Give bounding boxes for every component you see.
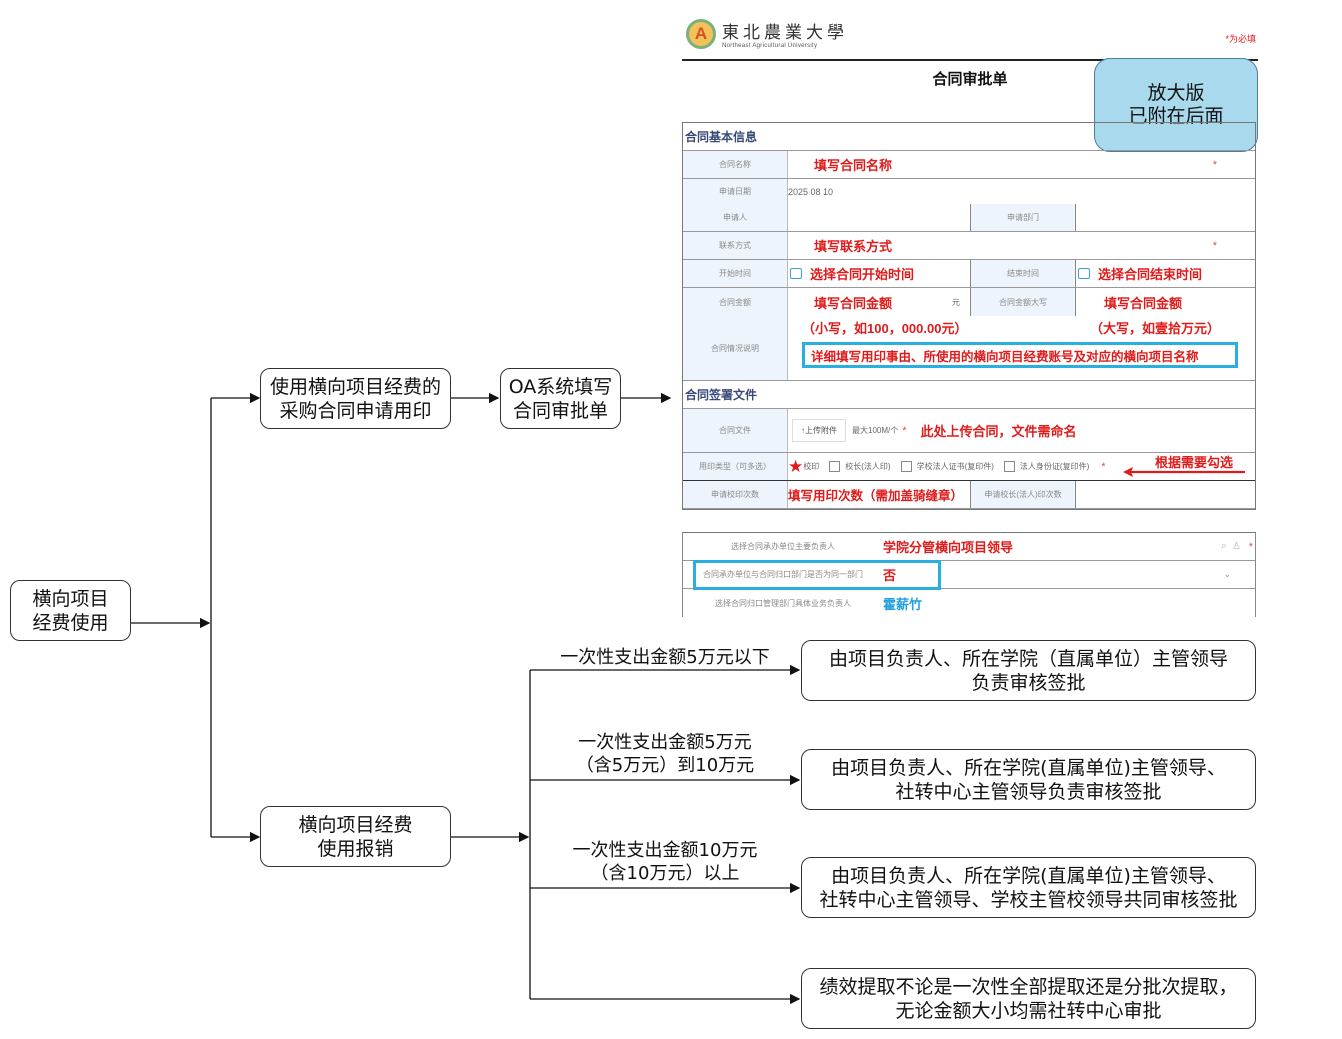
required-note: *为必填 — [1225, 34, 1256, 44]
approval-box-4: 绩效提取不论是一次性全部提取还是分批次提取， 无论金额大小均需社转中心审批 — [801, 968, 1256, 1029]
node-seal-request: 使用横向项目经费的 采购合同申请用印 — [260, 368, 451, 429]
approval-box-3: 由项目负责人、所在学院(直属单位)主管领导、 社转中心主管领导、学校主管校领导共… — [801, 857, 1256, 918]
label-amount: 合同金额 — [719, 297, 751, 307]
label-description: 合同情况说明 — [711, 343, 759, 353]
same-dept-select[interactable]: 否 ⌄ — [883, 568, 1231, 583]
apply-date-value: 2025 08 10 — [788, 186, 834, 197]
seal-count-field[interactable]: 填写用印次数（需加盖骑缝章） — [788, 489, 964, 503]
seal-option-2: 校长(法人印) — [845, 462, 891, 471]
condition-label-2: 一次性支出金额5万元 （含5万元）到10万元 — [575, 732, 755, 776]
label-contract-name: 合同名称 — [683, 151, 788, 178]
university-logo: A 東北農業大學 Northeast Agricultural Universi… — [686, 18, 848, 49]
label-mgr-leader: 选择合同归口管理部门具体业务负责人 — [715, 598, 851, 608]
row-dates: 开始时间 选择合同开始时间 结束时间 选择合同结束时间 — [683, 260, 1255, 288]
applicant-field[interactable] — [788, 204, 970, 231]
node-root: 横向项目 经费使用 — [10, 580, 131, 641]
arrow-left-icon — [1123, 467, 1245, 477]
row-same-dept: 合同承办单位与合同归口部门是否为同一部门 否 ⌄ — [683, 560, 1255, 590]
seal-select-note: 根据需要勾选 — [1154, 455, 1233, 470]
contract-file-field: ↑上传附件 最大100M/个 * 此处上传合同，文件需命名 — [788, 409, 1255, 452]
label-same-dept: 合同承办单位与合同归口部门是否为同一部门 — [703, 570, 863, 579]
unit-leader-select[interactable]: 学院分管横向项目领导 ⌕ ♙ * — [883, 540, 1253, 555]
seal-option-3: 学校法人证书(复印件) — [916, 462, 994, 471]
row-seal-count: 申请校印次数 填写用印次数（需加盖骑缝章） 申请校长(法人)印次数 — [683, 481, 1255, 509]
row-seal-type: 用印类型（可多选） ★ 校印 校长(法人印) 学校法人证书(复印件) 法人身份证… — [683, 453, 1255, 481]
label-contact: 联系方式 — [683, 232, 788, 259]
end-time-picker[interactable]: 选择合同结束时间 — [1076, 260, 1255, 287]
logo-name-cn: 東北農業大學 — [722, 23, 848, 43]
checkbox-president-seal[interactable] — [829, 461, 841, 472]
chevron-down-icon[interactable]: ⌄ — [1223, 569, 1231, 579]
approver-table: 选择合同承办单位主要负责人 学院分管横向项目领导 ⌕ ♙ * 合同承办单位与合同… — [682, 532, 1256, 617]
search-icon[interactable]: ⌕ — [1220, 540, 1227, 552]
row-apply-date: 申请日期 2025 08 10 — [683, 179, 1255, 204]
row-contact: 联系方式 填写联系方式 * — [683, 232, 1255, 260]
calendar-icon — [1078, 268, 1090, 279]
required-star: * — [1212, 158, 1217, 171]
mgr-leader-select[interactable]: 霍薪竹 — [883, 596, 923, 612]
start-time-picker[interactable]: 选择合同开始时间 — [788, 260, 970, 287]
same-dept-highlight — [693, 560, 941, 590]
approval-box-2: 由项目负责人、所在学院(直属单位)主管领导、 社转中心主管领导负责审核签批 — [801, 749, 1256, 810]
file-upload-note: 此处上传合同，文件需命名 — [920, 424, 1077, 439]
label-dept: 申请部门 — [970, 204, 1076, 231]
label-seal-type: 用印类型（可多选） — [683, 453, 788, 480]
node-oa-form: OA系统填写 合同审批单 — [500, 368, 621, 429]
basic-info-table: 合同基本信息 合同名称 填写合同名称 * 申请日期 2025 08 10 申请人… — [682, 122, 1256, 510]
form-title: 合同审批单 — [932, 71, 1008, 88]
label-seal-count: 申请校印次数 — [683, 481, 788, 508]
president-seal-count-field[interactable] — [1076, 481, 1255, 508]
row-amount-desc: 合同金额 合同情况说明 填写合同金额 元 合同金额大写 填写合同金额 （小写，如… — [683, 288, 1255, 381]
row-mgr-leader: 选择合同归口管理部门具体业务负责人 霍薪竹 — [683, 589, 1255, 617]
amount-hint: （小写，如100，000.00元） — [802, 321, 968, 336]
checkbox-license-copy[interactable] — [900, 461, 912, 472]
enlarged-version-callout: 放大版 已附在后面 — [1094, 58, 1258, 152]
section-basic-info: 合同基本信息 — [683, 123, 1255, 151]
upload-attachment-button[interactable]: ↑上传附件 — [792, 419, 846, 442]
dept-field[interactable] — [1076, 204, 1255, 231]
header-divider — [682, 59, 1258, 61]
seal-option-1[interactable]: 校印 — [803, 462, 820, 471]
condition-label-3: 一次性支出金额10万元 （含10万元）以上 — [572, 840, 758, 884]
contract-name-hint: 填写合同名称 — [814, 158, 893, 173]
label-start-time: 开始时间 — [683, 260, 788, 287]
label-amount-upper: 合同金额大写 — [970, 288, 1076, 316]
seal-option-4: 法人身份证(复印件) — [1019, 462, 1090, 471]
row-applicant: 申请人 申请部门 — [683, 204, 1255, 232]
checked-star-icon: ★ — [788, 456, 804, 476]
label-unit-leader: 选择合同承办单位主要负责人 — [731, 542, 835, 551]
checkbox-id-copy[interactable] — [1003, 461, 1015, 472]
approval-box-1: 由项目负责人、所在学院（直属单位）主管领导 负责审核签批 — [801, 640, 1256, 701]
calendar-icon — [790, 268, 802, 279]
description-field[interactable]: 详细填写用印事由、所使用的横向项目经费账号及对应的横向项目名称 — [802, 342, 1238, 368]
label-contract-file: 合同文件 — [683, 409, 788, 452]
contract-name-field[interactable]: 填写合同名称 * — [788, 151, 1255, 178]
user-icon[interactable]: ♙ — [1232, 541, 1241, 552]
logo-name-en: Northeast Agricultural University — [722, 43, 818, 49]
file-size-limit: 最大100M/个 — [852, 426, 899, 435]
condition-label-1: 一次性支出金额5万元以下 — [560, 647, 770, 668]
amount-field[interactable]: 填写合同金额 元 — [814, 295, 960, 311]
label-applicant: 申请人 — [683, 204, 788, 231]
logo-emblem-icon: A — [686, 18, 716, 49]
label-apply-date: 申请日期 — [683, 179, 788, 204]
amount-upper-field[interactable]: 填写合同金额 — [1104, 295, 1183, 311]
label-president-seal-count: 申请校长(法人)印次数 — [970, 481, 1076, 508]
amount-upper-hint: （大写，如壹拾万元） — [1090, 321, 1221, 336]
contact-field[interactable]: 填写联系方式 * — [814, 239, 1217, 254]
row-unit-leader: 选择合同承办单位主要负责人 学院分管横向项目领导 ⌕ ♙ * — [683, 533, 1255, 561]
section-signing-docs: 合同签署文件 — [683, 381, 1255, 409]
row-contract-name: 合同名称 填写合同名称 * — [683, 151, 1255, 179]
seal-type-options: ★ 校印 校长(法人印) 学校法人证书(复印件) 法人身份证(复印件) * 根据… — [788, 453, 1255, 480]
label-end-time: 结束时间 — [970, 260, 1076, 287]
node-reimburse: 横向项目经费 使用报销 — [260, 806, 451, 867]
row-contract-file: 合同文件 ↑上传附件 最大100M/个 * 此处上传合同，文件需命名 — [683, 409, 1255, 453]
